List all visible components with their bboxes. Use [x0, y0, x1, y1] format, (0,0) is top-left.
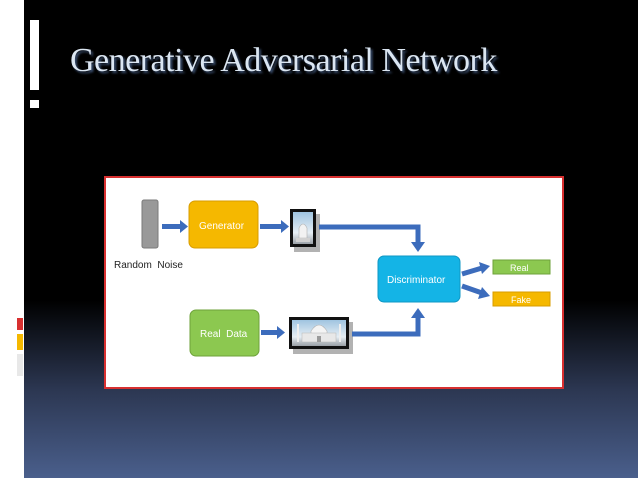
arrow-real-data-to-real-image — [261, 326, 285, 339]
real-data-label: Real Data — [200, 329, 248, 340]
discriminator-box — [377, 255, 461, 303]
discriminator-label: Discriminator — [387, 275, 446, 286]
left-white-strip — [0, 0, 24, 478]
real-image — [289, 317, 353, 354]
real-data-box — [189, 309, 260, 357]
fake-output-label: Fake — [511, 295, 531, 305]
real-output-box — [492, 259, 551, 275]
deco-red-mark — [17, 318, 23, 330]
noise-bar — [141, 199, 159, 249]
arrow-fake-image-to-discriminator — [319, 224, 425, 252]
side-accent-stripes — [30, 0, 40, 300]
gan-diagram: Random Noise Generator — [104, 176, 564, 389]
arrow-real-image-to-discriminator — [352, 308, 425, 337]
arrow-noise-to-generator — [162, 220, 188, 233]
gan-diagram-svg: Random Noise Generator — [114, 199, 551, 357]
generator-label: Generator — [199, 221, 245, 232]
deco-yellow-mark — [17, 334, 23, 350]
real-output-label: Real — [510, 263, 529, 273]
noise-label: Random Noise — [114, 260, 183, 271]
arrow-discriminator-to-fake — [461, 283, 490, 299]
deco-light-mark — [17, 354, 23, 376]
generator-box — [188, 200, 259, 249]
slide-title: Generative Adversarial Network — [70, 42, 497, 79]
arrow-discriminator-to-real — [461, 262, 490, 277]
side-deco — [17, 0, 23, 20]
generated-image — [290, 209, 320, 252]
arrow-generator-to-fake-image — [260, 220, 289, 233]
fake-output-box — [492, 291, 551, 307]
